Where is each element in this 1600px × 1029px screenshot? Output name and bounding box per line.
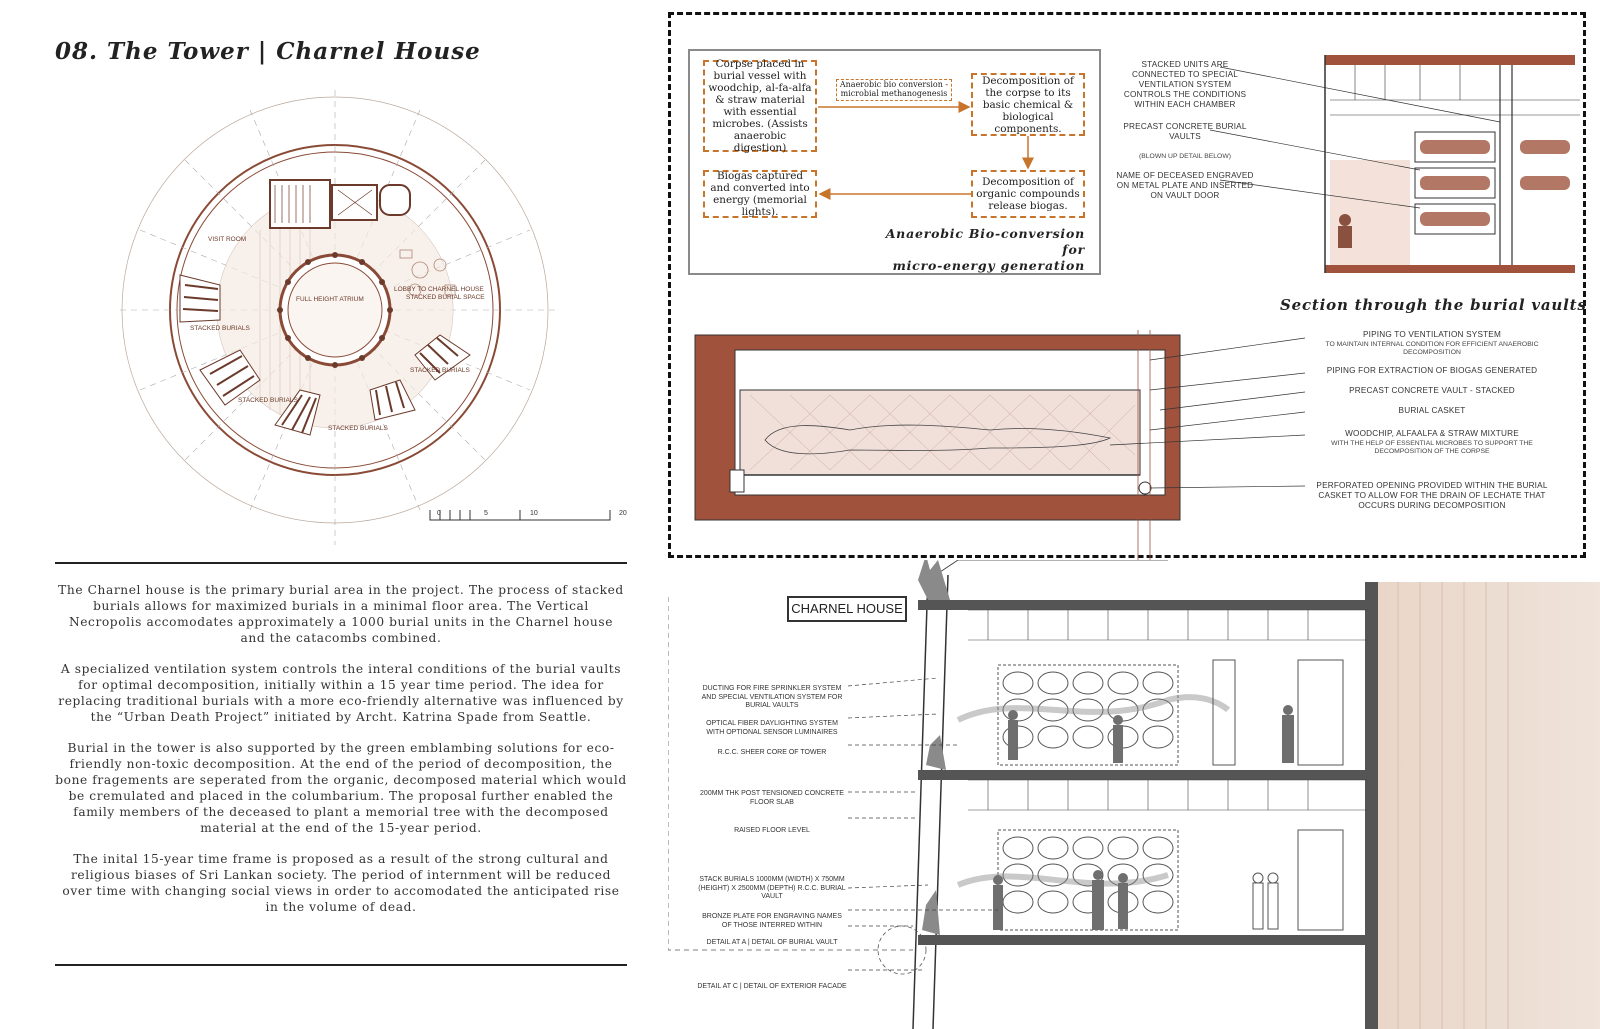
flow-caption-line2: micro-energy generation — [892, 258, 1085, 273]
scale-label-0: 0 — [437, 510, 441, 517]
section-label-name-plate: NAME OF DECEASED ENGRAVED ON METAL PLATE… — [1116, 171, 1254, 200]
section-label-vaults: PRECAST CONCRETE BURIAL VAULTS — [1123, 122, 1247, 141]
flow-caption-line1: Anaerobic Bio-conversion for — [885, 226, 1085, 257]
description-paragraph: The Charnel house is the primary burial … — [58, 583, 624, 645]
flow-node-biogas-release: Decomposition of organic compounds relea… — [971, 170, 1085, 218]
vault-label-perforated-opening: PERFORATED OPENING PROVIDED WITHIN THE B… — [1316, 481, 1548, 510]
divider-bottom — [55, 964, 627, 966]
flow-arrows — [818, 101, 1034, 200]
description-paragraph: The inital 15-year time frame is propose… — [62, 852, 620, 914]
charnel-house-elevation — [668, 560, 1600, 1029]
flow-node-energy: Biogas captured and converted into energ… — [703, 170, 817, 218]
divider-top — [55, 562, 627, 564]
scale-label-20: 20 — [619, 510, 627, 517]
elevation-label-detail-c: DETAIL AT C | DETAIL OF EXTERIOR FACADE — [697, 983, 847, 990]
page-title: 08. The Tower | Charnel House — [55, 38, 481, 65]
elevation-label-rcc-core: R.C.C. SHEER CORE OF TOWER — [717, 749, 827, 756]
vault-label-woodchip-note: WITH THE HELP OF ESSENTIAL MICROBES TO S… — [1331, 440, 1533, 455]
charnel-house-tag: CHARNEL HOUSE — [787, 596, 907, 622]
scale-label-5: 5 — [484, 510, 488, 517]
plan-label-stacked-space: STACKED BURIAL SPACE — [406, 294, 485, 301]
flow-node-methanogenesis: Anaerobic bio conversion - microbial met… — [836, 79, 952, 101]
vault-label-woodchip-mixture: WOODCHIP, ALFAALFA & STRAW MIXTURE — [1345, 429, 1519, 438]
flow-node-corpse: Corpse placed in burial vessel with wood… — [703, 58, 817, 154]
description-paragraph: A specialized ventilation system control… — [58, 662, 624, 724]
elevation-label-floor-slab: 200MM THK POST TENSIONED CONCRETE FLOOR … — [700, 790, 844, 806]
plan-label-atrium: FULL HEIGHT ATRIUM — [296, 296, 364, 303]
detail-frame — [668, 12, 1586, 558]
vault-label-precast-vault: PRECAST CONCRETE VAULT - STACKED — [1349, 386, 1515, 395]
elevation-label-bronze-plate: BRONZE PLATE FOR ENGRAVING NAMES OF THOS… — [702, 913, 842, 929]
elevation-label-stack-burials: STACK BURIALS 1000MM (WIDTH) X 750MM (HE… — [698, 876, 846, 900]
elevation-label-detail-a: DETAIL AT A | DETAIL OF BURIAL VAULT — [706, 939, 838, 946]
section-label-ventilation: STACKED UNITS ARE CONNECTED TO SPECIAL V… — [1123, 60, 1247, 109]
plan-label-stacked-2: STACKED BURIALS — [238, 397, 298, 404]
plan-label-lobby: LOBBY TO CHARNEL HOUSE — [394, 286, 484, 293]
section-drawing — [1209, 55, 1580, 273]
description-text: The Charnel house is the primary burial … — [55, 582, 627, 930]
section-caption: Section through the burial vaults — [1280, 296, 1587, 314]
vault-label-burial-casket: BURIAL CASKET — [1398, 406, 1466, 415]
section-label-blowup-note: (BLOWN UP DETAIL BELOW) — [1138, 153, 1232, 160]
flow-caption: Anaerobic Bio-conversion for micro-energ… — [860, 226, 1085, 274]
plan-label-stacked-3: STACKED BURIALS — [328, 425, 388, 432]
flow-node-decomposition: Decomposition of the corpse to its basic… — [971, 73, 1085, 136]
description-paragraph: Burial in the tower is also supported by… — [55, 741, 627, 835]
vault-detail-drawing — [694, 330, 1306, 560]
plan-label-stacked-4: STACKED BURIALS — [410, 367, 470, 374]
vault-label-ventilation-piping: PIPING TO VENTILATION SYSTEM — [1363, 330, 1501, 339]
elevation-label-raised-floor: RAISED FLOOR LEVEL — [734, 827, 810, 834]
elevation-label-ducting: DUCTING FOR FIRE SPRINKLER SYSTEM AND SP… — [701, 685, 843, 709]
elevation-label-optical-fiber: OPTICAL FIBER DAYLIGHTING SYSTEM WITH OP… — [706, 720, 838, 736]
vault-label-ventilation-note: TO MAINTAIN INTERNAL CONDITION FOR EFFIC… — [1325, 341, 1539, 356]
plan-label-visit-room: VISIT ROOM — [208, 236, 247, 243]
tower-plan-drawing — [120, 90, 611, 545]
vault-label-biogas-piping: PIPING FOR EXTRACTION OF BIOGAS GENERATE… — [1326, 366, 1538, 375]
scale-label-10: 10 — [530, 510, 538, 517]
plan-label-stacked-1: STACKED BURIALS — [190, 325, 250, 332]
